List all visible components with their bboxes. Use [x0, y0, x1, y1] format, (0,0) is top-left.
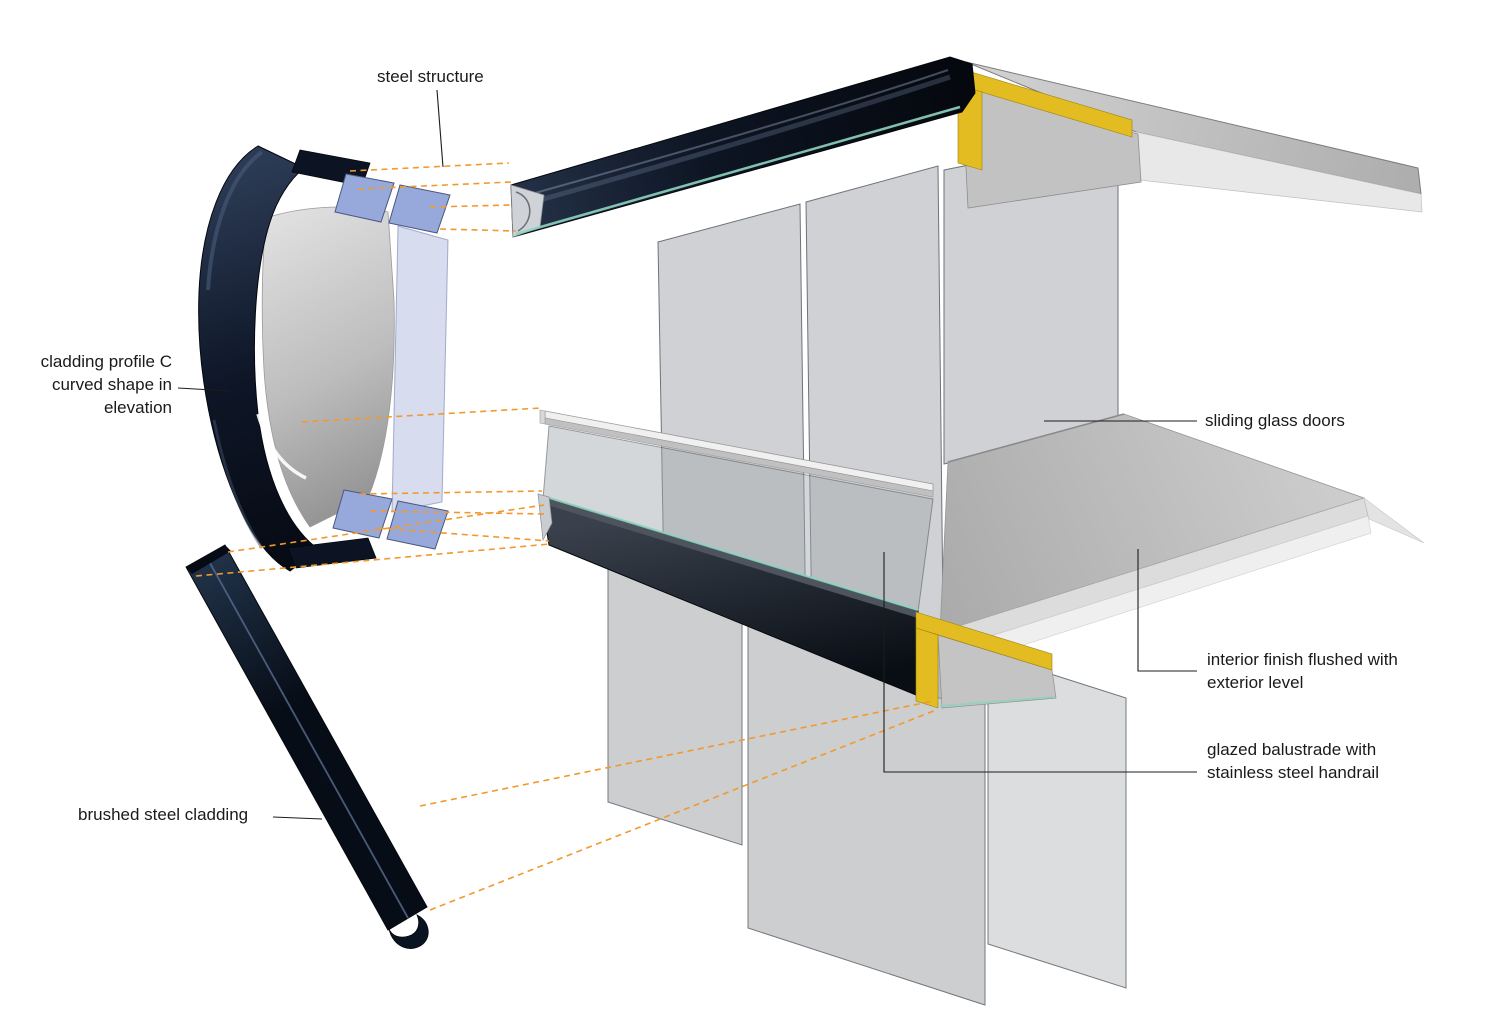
lower-glass-panel	[987, 653, 1127, 989]
steel-bracket	[332, 489, 393, 539]
band-top-bevel	[541, 496, 921, 619]
cladding-highlight	[534, 69, 949, 194]
shell-highlight	[206, 150, 264, 291]
projection-line	[301, 407, 542, 423]
cladding-profile-c-piece	[198, 145, 449, 572]
leader-cladding-profile	[177, 387, 231, 392]
profile-end-cap-curve	[515, 191, 531, 232]
strip-bottom-curl	[388, 914, 429, 949]
projection-line	[227, 504, 545, 553]
projection-line	[419, 700, 934, 807]
curved-outer-shell	[198, 145, 319, 572]
projection-line	[359, 490, 543, 495]
steel-structure-brackets	[332, 173, 451, 550]
label-glazed-balustrade: glazed balustrade with stainless steel h…	[1207, 740, 1379, 782]
label-leader-lines	[177, 89, 1197, 820]
projection-line	[429, 204, 514, 208]
projection-line	[357, 181, 512, 190]
floor-slab	[939, 413, 1425, 670]
handrail-end-cap	[539, 409, 546, 425]
projection-line	[369, 510, 546, 515]
projection-line	[429, 709, 937, 911]
leader-glazed-balustrade	[883, 552, 1197, 773]
steel-bracket	[334, 173, 395, 223]
insulation-layer	[915, 611, 1053, 671]
curved-glass-pane	[391, 225, 449, 513]
label-cladding-profile: cladding profile C curved shape in eleva…	[40, 352, 172, 417]
label-brushed-steel-cladding: brushed steel cladding	[78, 805, 249, 824]
label-steel-structure: steel structure	[377, 67, 484, 86]
projection-line	[349, 162, 510, 172]
floor-tip	[1363, 497, 1425, 544]
strip-ridge-highlight	[205, 555, 409, 919]
leader-brushed-steel-cladding	[272, 816, 323, 820]
steel-bracket	[386, 500, 449, 550]
cladding-highlight	[539, 74, 951, 203]
shell-bottom-flange	[287, 537, 377, 569]
glass-edge-line	[515, 105, 961, 236]
floor-edge-cladding-band	[537, 493, 1057, 709]
curved-inner-surface	[261, 206, 395, 528]
projection-line	[195, 543, 551, 577]
label-sliding-glass-doors: sliding glass doors	[1205, 411, 1345, 430]
strip-end-fold	[186, 545, 231, 574]
roof-assembly	[510, 56, 1423, 238]
glass-edge-line	[542, 494, 919, 612]
profile-edge-highlight	[256, 413, 307, 480]
projection-lines	[195, 162, 937, 911]
shell-highlight	[212, 419, 264, 549]
insulation-layer	[915, 627, 939, 709]
label-interior-finish: interior finish flushed with exterior le…	[1207, 650, 1398, 692]
steel-bracket	[388, 184, 451, 234]
leader-steel-structure	[436, 89, 444, 168]
glass-edge-line	[939, 696, 1055, 707]
door-track-line	[947, 413, 1125, 463]
balustrade-assembly	[539, 409, 934, 613]
sliding-glass-door-panels	[657, 134, 1119, 701]
projection-line	[377, 527, 550, 542]
brushed-steel-cladding-piece	[185, 544, 429, 949]
projection-line	[439, 228, 517, 232]
leader-interior-finish	[1137, 549, 1197, 672]
